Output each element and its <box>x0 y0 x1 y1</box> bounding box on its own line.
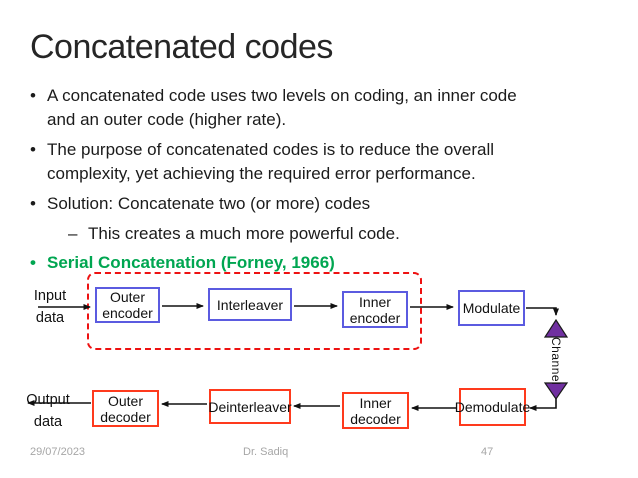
bullet-marker: • <box>30 86 36 105</box>
outer-encoder-box: Outer encoder <box>95 287 160 323</box>
inner-encoder-box: Inner encoder <box>342 291 408 328</box>
channel-arrow-down-icon <box>543 382 569 401</box>
output-data-label: Output data <box>26 392 70 430</box>
deinterleaver-box: Deinterleaver <box>208 389 292 424</box>
channel-label: Channel <box>549 337 563 386</box>
footer-date: 29/07/2023 <box>30 446 86 458</box>
sub-bullet-text: This creates a much more powerful code. <box>88 224 400 243</box>
arrow-channel-to-demodulate <box>529 398 557 411</box>
bullet-text: Solution: Concatenate two (or more) code… <box>47 194 371 213</box>
bullet-text: A concatenated code uses two levels on c… <box>47 86 517 129</box>
bullet-item: • A concatenated code uses two levels on… <box>30 84 610 132</box>
footer-author: Dr. Sadiq <box>243 446 289 458</box>
bullet-list: • A concatenated code uses two levels on… <box>30 84 610 281</box>
inner-decoder-box: Inner decoder <box>342 392 409 429</box>
arrow-modulate-to-channel <box>526 307 559 316</box>
serial-concatenation-outline <box>87 272 422 350</box>
bullet-marker: • <box>30 253 36 272</box>
channel-arrow-up-icon <box>543 318 569 338</box>
bullet-item: • The purpose of concatenated codes is t… <box>30 138 610 186</box>
bullet-item-highlight: • Serial Concatenation (Forney, 1966) <box>30 251 610 275</box>
bullet-item: • Solution: Concatenate two (or more) co… <box>30 192 610 216</box>
interleaver-box: Interleaver <box>208 288 292 321</box>
bullet-text-highlight: Serial Concatenation (Forney, 1966) <box>47 253 335 272</box>
bullet-marker: • <box>30 194 36 213</box>
sub-bullet-item: – This creates a much more powerful code… <box>68 222 610 246</box>
modulate-box: Modulate <box>458 290 525 326</box>
page-title: Concatenated codes <box>30 28 333 66</box>
demodulate-box: Demodulate <box>455 388 530 426</box>
sub-bullet-marker: – <box>68 224 78 243</box>
input-data-label: Input data <box>33 288 67 326</box>
footer-page-number: 47 <box>481 446 494 458</box>
bullet-text: The purpose of concatenated codes is to … <box>47 140 495 183</box>
bullet-marker: • <box>30 140 36 159</box>
outer-decoder-box: Outer decoder <box>92 390 159 427</box>
